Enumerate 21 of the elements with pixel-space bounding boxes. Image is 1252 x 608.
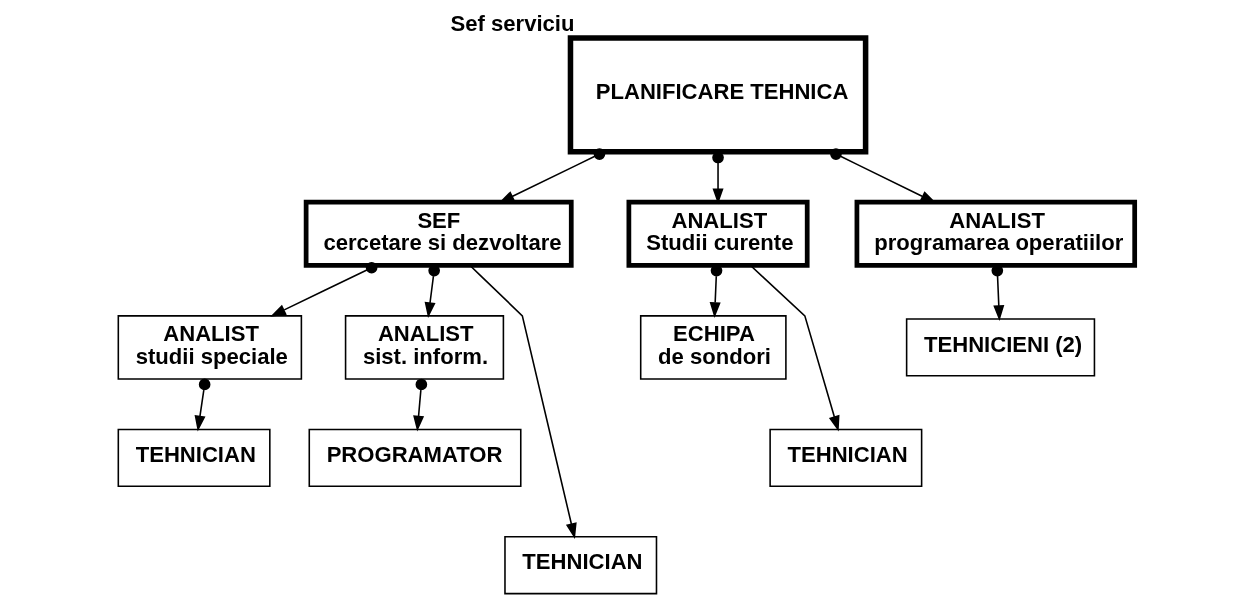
arrow bbox=[991, 264, 1004, 322]
node-box: ANALIST programarea operatiilor bbox=[854, 199, 1137, 268]
arrow bbox=[424, 264, 440, 319]
arrow bbox=[469, 265, 577, 539]
node-box: ECHIPA de sondori bbox=[639, 315, 787, 380]
node-box: TEHNICIAN bbox=[117, 428, 271, 488]
node-box: PROGRAMATOR bbox=[308, 428, 522, 488]
node-box: SEF cercetare si dezvoltare bbox=[303, 199, 574, 268]
node-label: Sef serviciu bbox=[450, 10, 574, 36]
node-box: TEHNICIAN bbox=[768, 428, 922, 488]
arrow bbox=[412, 378, 427, 432]
node-box: ANALIST Studii curente bbox=[626, 199, 810, 268]
node-box: PLANIFICARE TEHNICA bbox=[567, 35, 868, 155]
node-box: TEHNICIAN bbox=[503, 536, 657, 595]
node-box: TEHNICIENI (2) bbox=[905, 318, 1095, 377]
arrow bbox=[269, 261, 377, 317]
arrow bbox=[194, 378, 210, 432]
arrow bbox=[709, 264, 722, 319]
node-box: ANALIST sist. inform. bbox=[344, 315, 504, 380]
arrow bbox=[749, 265, 839, 432]
node-box: ANALIST studii speciale bbox=[117, 315, 302, 380]
